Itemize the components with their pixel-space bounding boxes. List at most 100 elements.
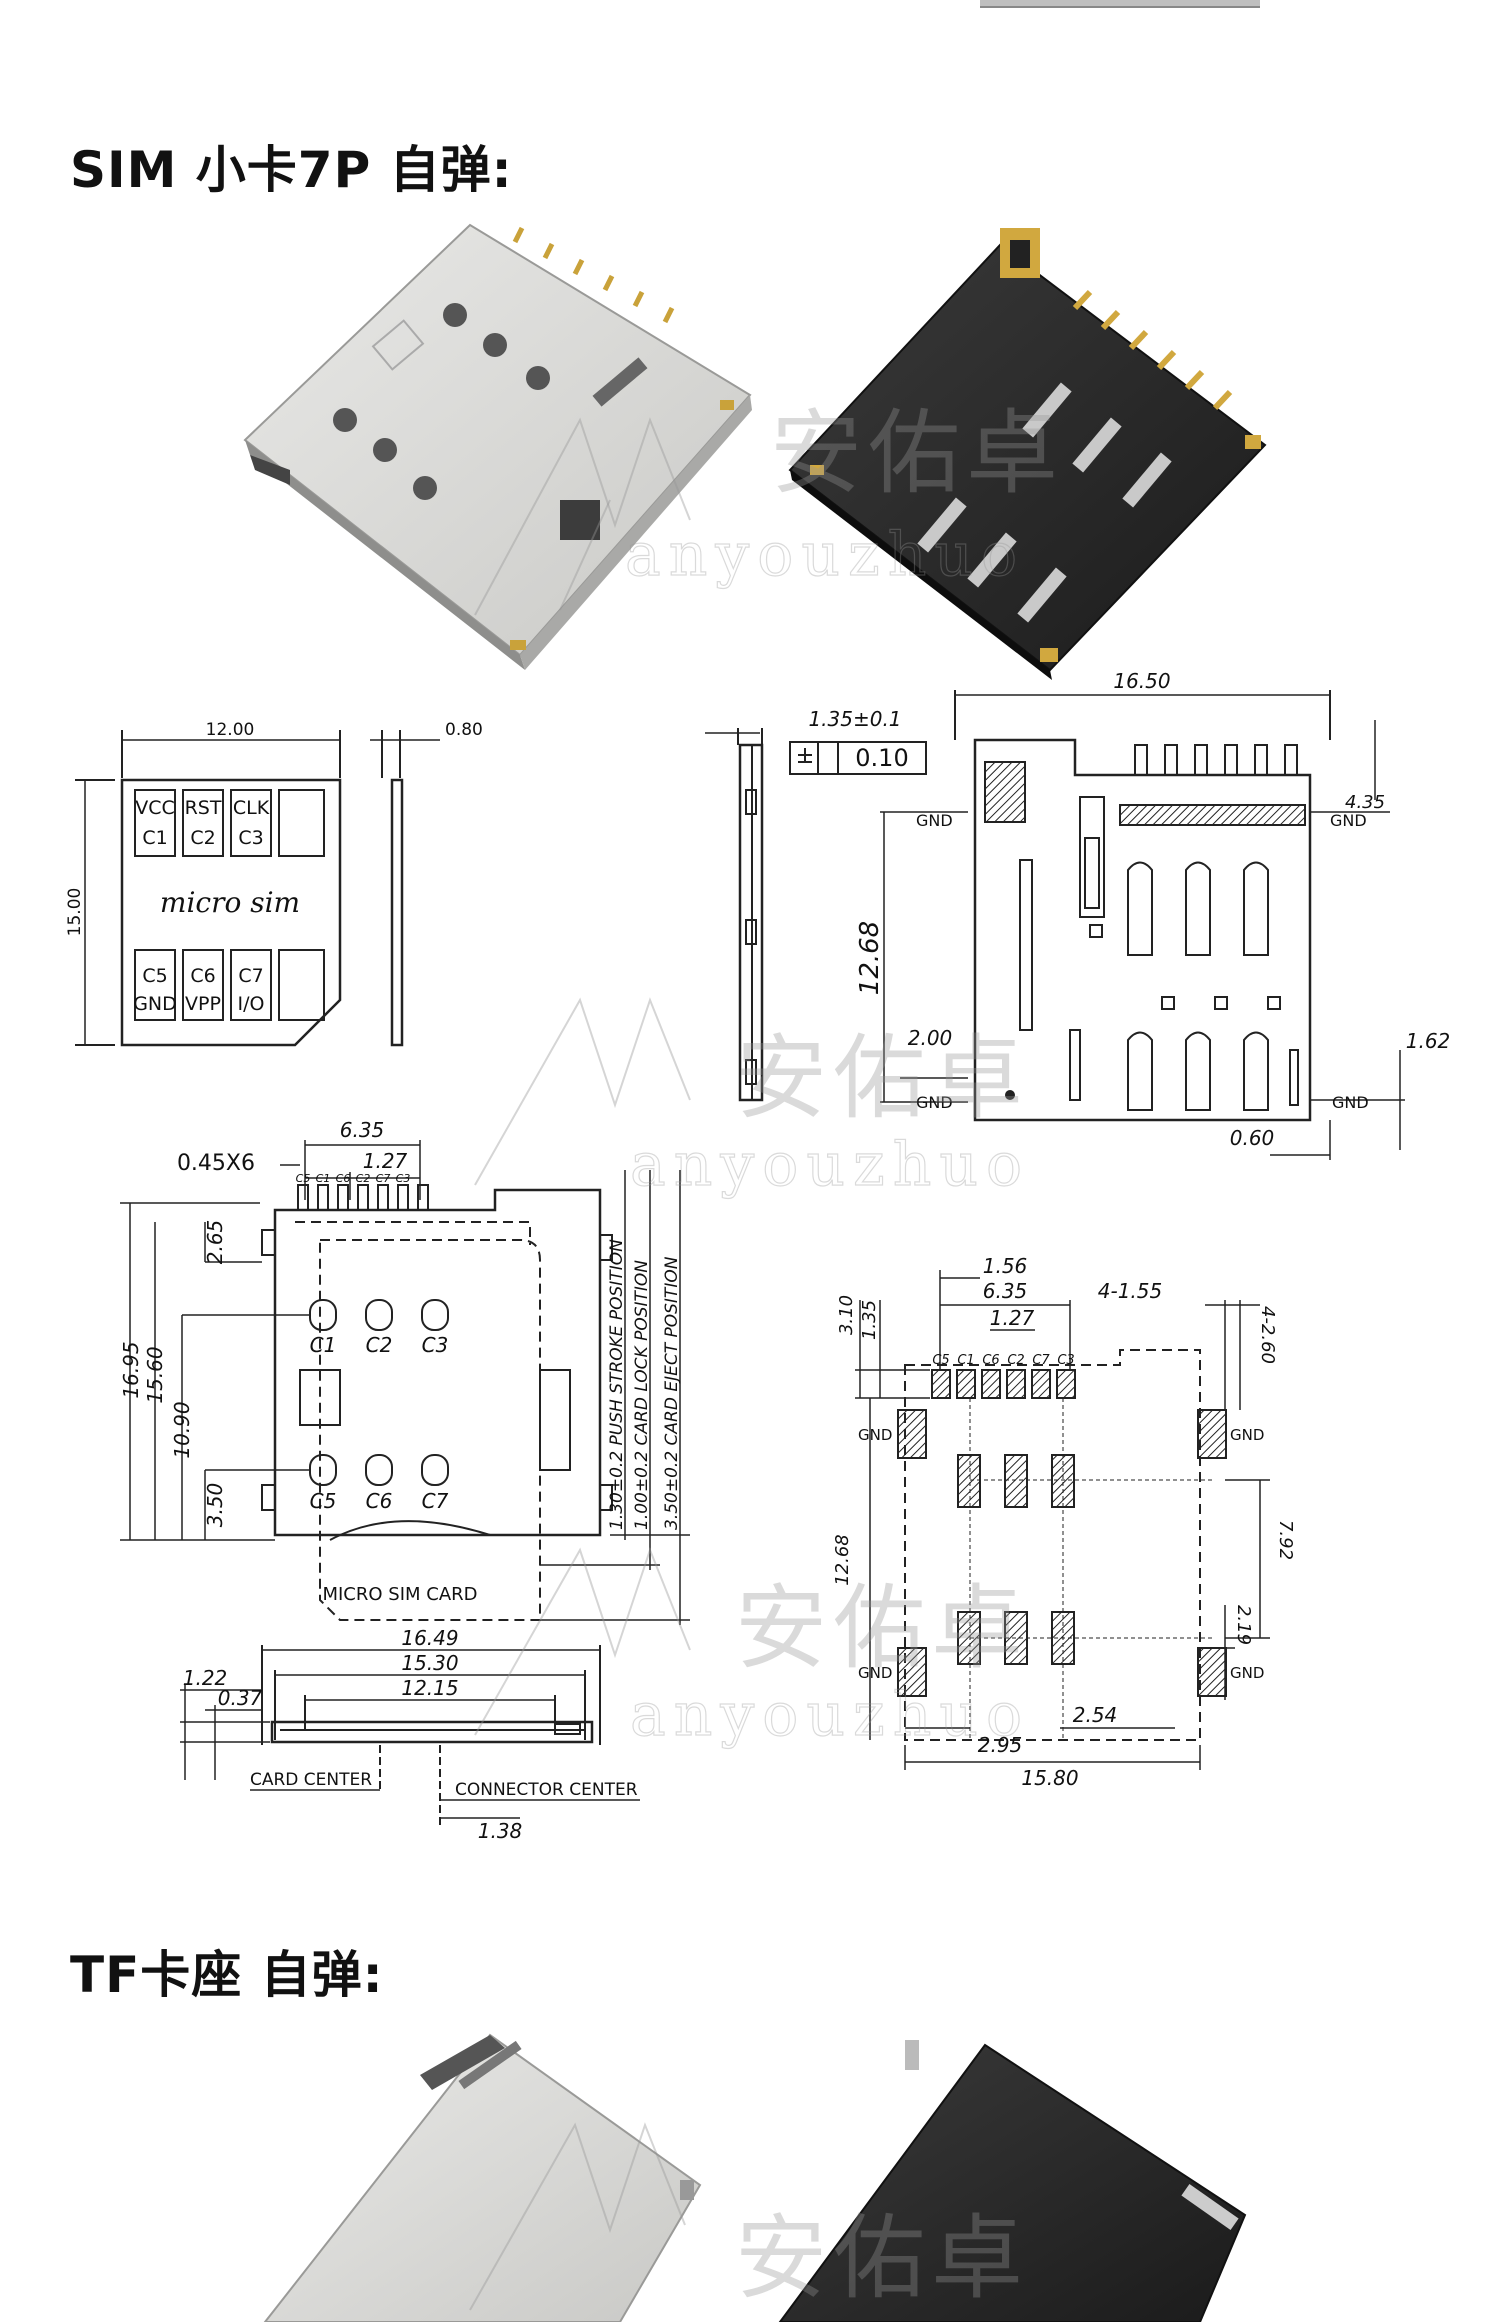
- main-span-dim: 6.35: [340, 1118, 385, 1142]
- top-gnd-label-3: GND: [916, 1093, 953, 1112]
- top-gnd-label-4: GND: [1332, 1093, 1369, 1112]
- bottom-connector-center: CONNECTOR CENTER: [455, 1780, 638, 1800]
- fp-bottom-dim-3: 15.80: [1021, 1766, 1078, 1790]
- top-gnd-label-2: GND: [1330, 811, 1367, 830]
- card-contact-code-5: GND: [133, 993, 177, 1015]
- main-left-dim-4: 3.50: [203, 1483, 227, 1528]
- side-view-drawing: [705, 728, 927, 1102]
- pcb-footprint-drawing: [855, 1270, 1270, 1770]
- watermark-cn-3: 安佑卓: [735, 1575, 1029, 1682]
- card-label: micro sim: [160, 886, 300, 919]
- main-top-pin-label-1: C5: [296, 1172, 311, 1185]
- fp-pin-label-3: C6: [982, 1353, 999, 1368]
- main-pitch-dim: 1.27: [363, 1149, 408, 1173]
- card-contact-code-6: VPP: [185, 993, 221, 1015]
- bottom-left-dim-2: 0.37: [218, 1686, 263, 1710]
- fp-right-dim-1: 4-2.60: [1257, 1306, 1278, 1364]
- card-width-dim: 12.00: [206, 720, 255, 740]
- top-width-dim: 16.50: [1113, 669, 1170, 693]
- card-contact-code-1: C1: [142, 827, 167, 849]
- card-contact-name-6: C6: [190, 965, 215, 987]
- watermark-cn-4: 安佑卓: [735, 2205, 1029, 2312]
- top-bottom-dim: 0.60: [1230, 1126, 1275, 1150]
- card-contact-name-2: RST: [185, 797, 222, 819]
- main-card-label: MICRO SIM CARD: [322, 1584, 477, 1605]
- bottom-left-dim-1: 1.22: [183, 1666, 228, 1690]
- watermark-cn-2: 安佑卓: [735, 1025, 1029, 1132]
- card-contact-name-7: C7: [238, 965, 263, 987]
- top-pad-dim: 2.00: [908, 1026, 953, 1050]
- top-gnd-label-1: GND: [916, 811, 953, 830]
- main-left-dim-2: 15.60: [143, 1346, 167, 1403]
- watermark-en-3: anyouzhuo: [630, 1680, 1030, 1750]
- card-height-dim: 15.00: [65, 888, 85, 937]
- card-contact-code-2: C2: [190, 827, 215, 849]
- fp-gnd-2: GND: [1230, 1426, 1264, 1444]
- watermark-logo-4: [469, 2122, 686, 2311]
- fp-gnd-3: GND: [858, 1664, 892, 1682]
- bottom-dim-3: 12.15: [401, 1676, 458, 1700]
- main-top-pin-label-3: C6: [336, 1172, 351, 1185]
- card-contact-code-3: C3: [238, 827, 263, 849]
- tf-connector-photo-underside: [778, 2040, 1247, 2322]
- card-contact-name-1: VCC: [135, 797, 175, 819]
- main-contact-c1: C1: [310, 1333, 337, 1357]
- fp-pin-label-6: C3: [1057, 1353, 1074, 1368]
- sim-connector-photo-underside: [788, 228, 1267, 680]
- main-position-push: 1.30±0.2 PUSH STROKE POSITION: [607, 1239, 627, 1530]
- main-left-dim-5: 2.65: [203, 1220, 227, 1265]
- top-height-dim: 12.68: [855, 921, 885, 995]
- side-flatness-dim: 0.10: [855, 744, 908, 772]
- main-contact-c3: C3: [422, 1333, 449, 1357]
- fp-right-dim-2: 7.92: [1275, 1520, 1296, 1560]
- fp-top-dim-2: 6.35: [983, 1279, 1028, 1303]
- fp-top-dim-1: 1.56: [983, 1254, 1028, 1278]
- watermark-en-2: anyouzhuo: [630, 1130, 1030, 1200]
- main-top-pin-label-4: C2: [356, 1172, 371, 1185]
- main-left-dim-3: 10.90: [170, 1401, 194, 1458]
- main-top-pin-label-2: C1: [316, 1172, 331, 1185]
- fp-gnd-1: GND: [858, 1426, 892, 1444]
- top-right-dim: 1.62: [1406, 1029, 1451, 1053]
- main-contact-c7: C7: [422, 1489, 449, 1513]
- watermark-logo-1: [474, 417, 691, 616]
- fp-pin-label-5: C7: [1032, 1353, 1050, 1368]
- card-contact-name-5: C5: [142, 965, 167, 987]
- fp-left-dim-2: 1.35: [859, 1300, 880, 1340]
- sim-connector-photo-metal: [243, 223, 752, 670]
- fp-pin-label-4: C2: [1007, 1353, 1024, 1368]
- fp-right-dim-3: 2.19: [1233, 1605, 1254, 1645]
- watermark-en-1: anyouzhuo: [625, 520, 1025, 590]
- main-contact-c5: C5: [310, 1489, 337, 1513]
- fp-top-dim-4: 4-1.55: [1098, 1279, 1162, 1303]
- micro-sim-card-drawing: [75, 730, 440, 1047]
- fp-left-dim-3: 12.68: [832, 1534, 853, 1586]
- top-pin-offset-dim: 4.35: [1345, 792, 1385, 813]
- main-pin-dim: 0.45X6: [177, 1151, 255, 1176]
- section-heading-tf: TF卡座 自弹:: [70, 1946, 384, 2004]
- bottom-offset-dim: 1.38: [478, 1819, 523, 1843]
- top-view-drawing: [880, 690, 1405, 1160]
- bottom-dim-1: 16.49: [401, 1626, 458, 1650]
- tf-connector-photo-metal: [263, 2033, 702, 2322]
- watermark-logo-3: [474, 1547, 691, 1736]
- product-photo-remnant: [980, 0, 1260, 8]
- card-contact-name-3: CLK: [233, 797, 270, 819]
- bottom-dim-2: 15.30: [401, 1651, 458, 1675]
- bottom-card-center: CARD CENTER: [250, 1770, 372, 1790]
- card-contact-code-7: I/O: [238, 993, 265, 1015]
- main-contact-c6: C6: [366, 1489, 393, 1513]
- bottom-view-drawing: [180, 1645, 640, 1825]
- side-thickness-dim: 1.35±0.1: [808, 707, 901, 731]
- main-left-dim-1: 16.95: [119, 1341, 143, 1398]
- section-heading-sim: SIM 小卡7P 自弹:: [70, 141, 513, 199]
- watermark-cn-1: 安佑卓: [770, 400, 1064, 507]
- fp-bottom-dim-2: 2.54: [1073, 1703, 1118, 1727]
- fp-top-dim-3: 1.27: [990, 1306, 1035, 1330]
- fp-left-dim-1: 3.10: [836, 1295, 857, 1335]
- main-position-eject: 3.50±0.2 CARD EJECT POSITION: [662, 1256, 682, 1530]
- main-view-drawing: [120, 1140, 690, 1625]
- main-top-pin-label-5: C7: [376, 1172, 391, 1185]
- fp-gnd-4: GND: [1230, 1664, 1264, 1682]
